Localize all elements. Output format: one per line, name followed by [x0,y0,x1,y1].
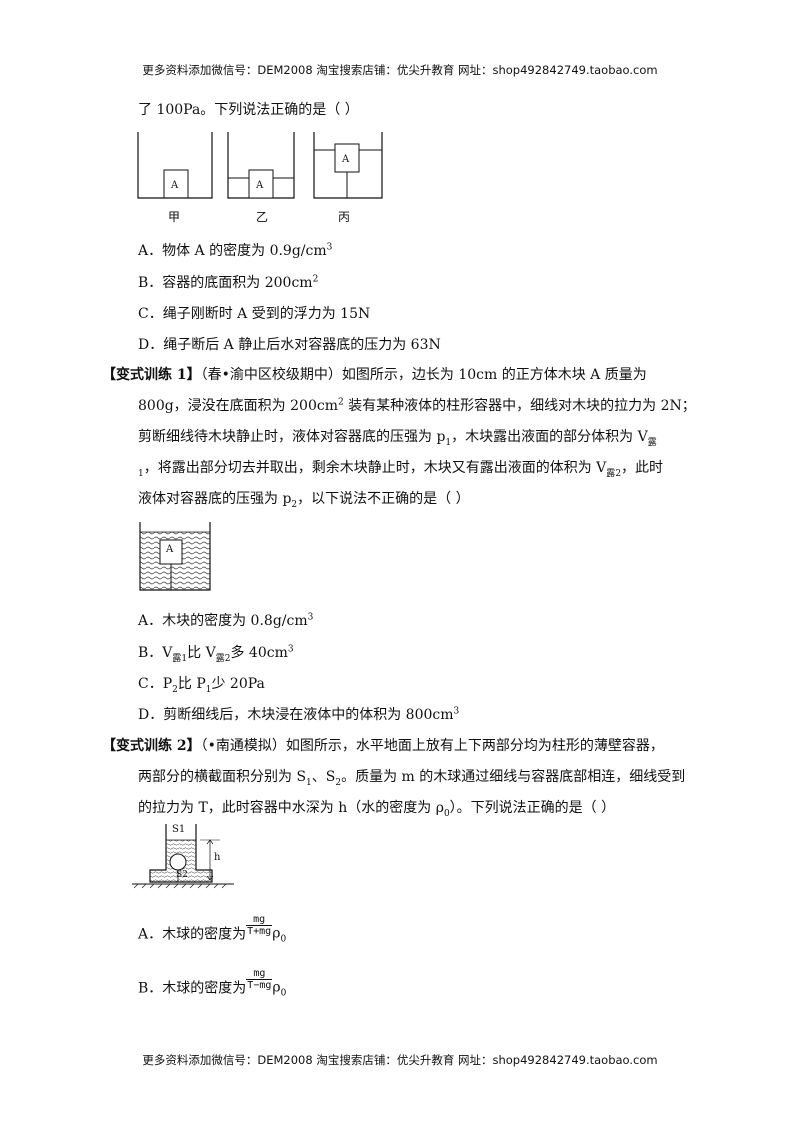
question-tag: 【变式训练 1】 [102,367,201,383]
option-c: C．绳子刚断时 A 受到的浮力为 15N [138,306,371,322]
question-1-line-2: 800g，浸没在底面积为 200cm2 装有某种液体的柱形容器中，细线对木块的拉… [138,397,696,414]
option-d: D．剪断细线后，木块浸在液体中的体积为 800cm3 [138,706,460,723]
option-c: C．P2比 P1少 20Pa [138,676,265,695]
figure-label-yi: 乙 [256,210,269,224]
figure-label-a: A [256,180,264,191]
option-b: B．V露1比 V露2多 40cm3 [138,644,294,664]
option-a: A．物体 A 的密度为 0.9g/cm3 [138,242,333,259]
question-1-line-5: 液体对容器底的压强为 p2，以下说法不正确的是（ ） [138,491,470,510]
figure-label-a: A [342,154,350,165]
question-1-line-4: 1，将露出部分切去并取出，剩余木块静止时，木块又有露出液面的体积为 V露2，此时 [138,460,664,479]
question-2-line-1: 【变式训练 2】（•南通模拟）如图所示，水平地面上放有上下两部分均为柱形的薄壁容… [102,738,664,754]
question-tag: 【变式训练 2】 [102,738,201,754]
figure-label-a: A [171,180,179,191]
question-1-line-1: 【变式训练 1】（春•渝中区校级期中）如图所示，边长为 10cm 的正方体木块 … [102,367,647,383]
figure-label-s2: S2 [176,870,188,880]
figure-label-s1: S1 [172,824,186,835]
question-1-line-3: 剪断细线待木块静止时，液体对容器底的压强为 p1，木块露出液面的部分体积为 V露 [138,429,657,448]
question-2-line-2: 两部分的横截面积分别为 S1、S2。质量为 m 的木球通过细线与容器底部相连，细… [138,769,686,788]
question-intro: 了 100Pa。下列说法正确的是（ ） [138,102,359,118]
figure-label-jia: 甲 [168,210,181,224]
page-footer: 更多资料添加微信号：DEM2008 淘宝搜索店铺：优尖升教育 网址：shop49… [142,1053,658,1067]
option-d: D．绳子断后 A 静止后水对容器底的压力为 63N [138,337,441,353]
figure-three-containers [137,132,383,199]
figure-label-a: A [166,544,174,555]
figure-liquid-container [139,522,211,591]
option-b: B．容器的底面积为 200cm2 [138,274,319,291]
question-2-line-3: 的拉力为 T，此时容器中水深为 h（水的密度为 ρ0）。下列说法正确的是（ ） [138,800,616,819]
figure-label-bing: 丙 [338,210,351,224]
page-header: 更多资料添加微信号：DEM2008 淘宝搜索店铺：优尖升教育 网址：shop49… [142,63,658,77]
option-a: A．木块的密度为 0.8g/cm3 [138,612,314,629]
figure-label-h: h [214,852,221,863]
figure-stepped-container [132,824,234,889]
